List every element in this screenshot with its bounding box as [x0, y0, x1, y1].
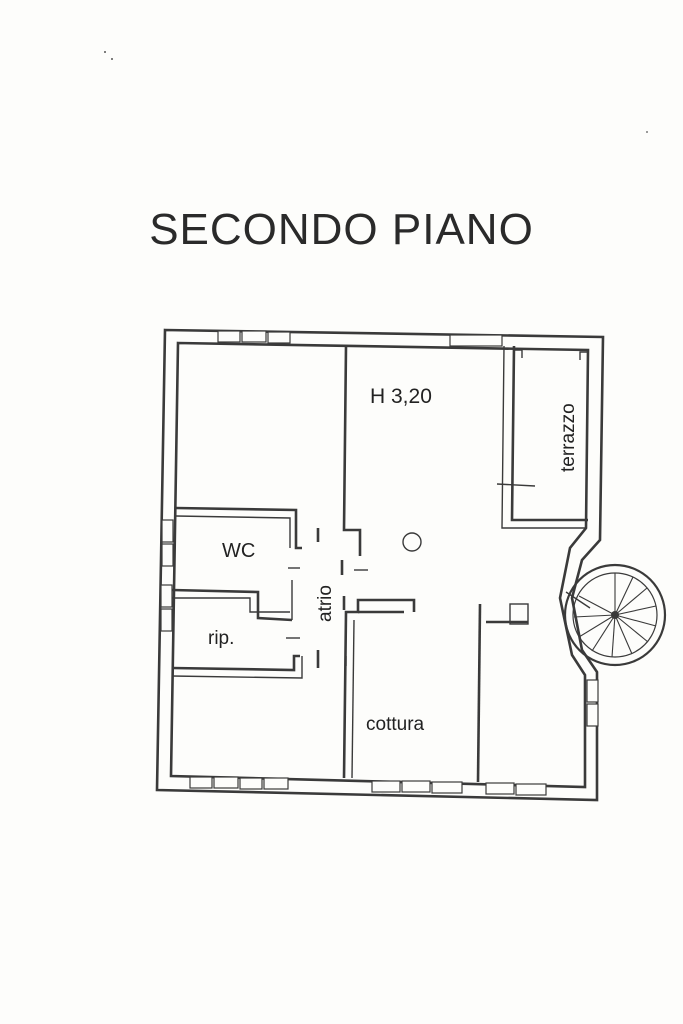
windows-bottom — [189, 776, 547, 796]
windows-right — [586, 679, 599, 727]
interior-walls — [171, 345, 588, 783]
windows-left — [160, 519, 174, 632]
scan-specks — [104, 51, 648, 133]
room-label-atrio: atrio — [315, 585, 336, 622]
ceiling-height-label: H 3,20 — [370, 385, 432, 408]
room-label-rip: rip. — [208, 628, 234, 649]
column-symbol — [402, 532, 422, 552]
room-label-terrazzo: terrazzo — [558, 403, 579, 472]
room-label-wc: WC — [222, 540, 255, 562]
plan-title: SECONDO PIANO — [149, 205, 534, 254]
windows-top — [217, 330, 503, 347]
room-label-cottura: cottura — [366, 714, 425, 735]
spiral-staircase — [563, 563, 667, 667]
